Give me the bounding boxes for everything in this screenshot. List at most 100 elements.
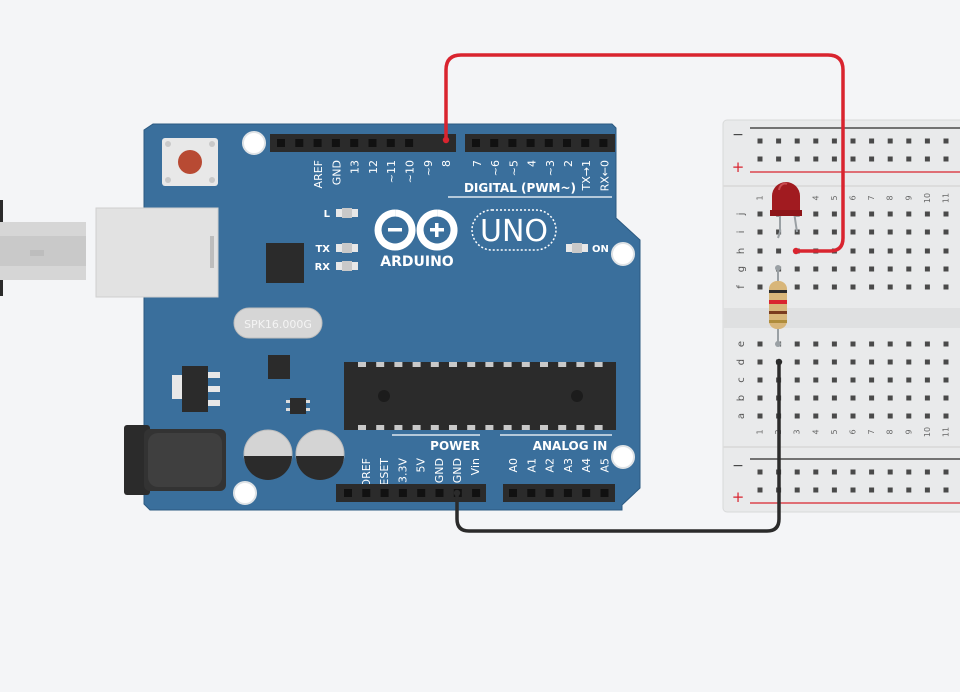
breadboard-hole[interactable] — [924, 413, 930, 419]
breadboard-hole[interactable] — [943, 248, 949, 254]
breadboard-hole[interactable] — [869, 284, 875, 290]
header-pin[interactable] — [331, 139, 340, 147]
breadboard-hole[interactable] — [850, 248, 856, 254]
rail-hole[interactable] — [887, 469, 893, 475]
digital-header-left[interactable] — [270, 134, 456, 152]
header-pin[interactable] — [472, 139, 480, 147]
breadboard-hole[interactable] — [776, 229, 782, 235]
rail-hole[interactable] — [813, 469, 819, 475]
rail-hole[interactable] — [906, 469, 912, 475]
breadboard-hole[interactable] — [887, 284, 893, 290]
rail-hole[interactable] — [850, 469, 856, 475]
rail-hole[interactable] — [887, 138, 893, 144]
breadboard-hole[interactable] — [943, 229, 949, 235]
breadboard-hole[interactable] — [794, 413, 800, 419]
breadboard-hole[interactable] — [943, 266, 949, 272]
breadboard-hole[interactable] — [831, 229, 837, 235]
rail-hole[interactable] — [831, 138, 837, 144]
rail-hole[interactable] — [831, 156, 837, 162]
breadboard-hole[interactable] — [869, 377, 875, 383]
breadboard-hole[interactable] — [757, 229, 763, 235]
breadboard-hole[interactable] — [850, 413, 856, 419]
rail-hole[interactable] — [813, 487, 819, 493]
digital-header-right[interactable] — [465, 134, 615, 152]
breadboard-hole[interactable] — [906, 359, 912, 365]
header-pin[interactable] — [563, 489, 572, 497]
header-pin[interactable] — [599, 139, 608, 147]
wire-red[interactable] — [444, 53, 845, 253]
breadboard-hole[interactable] — [906, 284, 912, 290]
breadboard-hole[interactable] — [831, 377, 837, 383]
header-pin[interactable] — [582, 489, 591, 497]
breadboard-hole[interactable] — [887, 359, 893, 365]
header-pin[interactable] — [344, 489, 352, 497]
breadboard-hole[interactable] — [906, 266, 912, 272]
usb-connector-icon[interactable] — [95, 207, 219, 298]
header-pin[interactable] — [581, 139, 590, 147]
rail-hole[interactable] — [887, 487, 893, 493]
breadboard-hole[interactable] — [906, 395, 912, 401]
breadboard-hole[interactable] — [869, 395, 875, 401]
breadboard-hole[interactable] — [813, 377, 819, 383]
breadboard-hole[interactable] — [850, 284, 856, 290]
breadboard-hole[interactable] — [924, 359, 930, 365]
breadboard-hole[interactable] — [924, 377, 930, 383]
rail-hole[interactable] — [869, 156, 875, 162]
breadboard-hole[interactable] — [943, 413, 949, 419]
breadboard-hole[interactable] — [813, 266, 819, 272]
rail-hole[interactable] — [794, 469, 800, 475]
breadboard-hole[interactable] — [943, 211, 949, 217]
breadboard-hole[interactable] — [924, 284, 930, 290]
breadboard-hole[interactable] — [850, 359, 856, 365]
header-pin[interactable] — [295, 139, 304, 147]
breadboard-hole[interactable] — [794, 341, 800, 347]
breadboard-hole[interactable] — [943, 377, 949, 383]
analog-header[interactable] — [503, 484, 615, 502]
breadboard-hole[interactable] — [924, 266, 930, 272]
breadboard-hole[interactable] — [813, 229, 819, 235]
rail-hole[interactable] — [776, 138, 782, 144]
rail-hole[interactable] — [943, 138, 949, 144]
breadboard-hole[interactable] — [813, 211, 819, 217]
breadboard-hole[interactable] — [831, 341, 837, 347]
breadboard-hole[interactable] — [831, 211, 837, 217]
header-pin[interactable] — [563, 139, 571, 147]
breadboard-hole[interactable] — [757, 377, 763, 383]
header-pin[interactable] — [313, 139, 322, 147]
rail-hole[interactable] — [850, 487, 856, 493]
breadboard-hole[interactable] — [906, 248, 912, 254]
header-pin[interactable] — [435, 489, 444, 497]
breadboard-hole[interactable] — [869, 359, 875, 365]
header-pin[interactable] — [350, 139, 359, 147]
rail-hole[interactable] — [924, 469, 930, 475]
rail-hole[interactable] — [757, 469, 763, 475]
rail-hole[interactable] — [813, 156, 819, 162]
header-pin[interactable] — [600, 489, 609, 497]
breadboard-hole[interactable] — [869, 211, 875, 217]
header-pin[interactable] — [490, 139, 499, 147]
breadboard-hole[interactable] — [850, 341, 856, 347]
breadboard-hole[interactable] — [794, 395, 800, 401]
breadboard-hole[interactable] — [924, 395, 930, 401]
breadboard-hole[interactable] — [757, 413, 763, 419]
breadboard-hole[interactable] — [869, 248, 875, 254]
breadboard-hole[interactable] — [831, 284, 837, 290]
breadboard-hole[interactable] — [813, 395, 819, 401]
rail-hole[interactable] — [831, 469, 837, 475]
rail-hole[interactable] — [757, 487, 763, 493]
header-pin[interactable] — [509, 489, 517, 497]
rail-hole[interactable] — [943, 487, 949, 493]
breadboard-hole[interactable] — [887, 395, 893, 401]
breadboard-hole[interactable] — [906, 341, 912, 347]
breadboard-hole[interactable] — [831, 413, 837, 419]
breadboard-hole[interactable] — [869, 266, 875, 272]
breadboard-hole[interactable] — [850, 377, 856, 383]
header-pin[interactable] — [527, 489, 536, 497]
breadboard-hole[interactable] — [887, 211, 893, 217]
header-pin[interactable] — [405, 139, 414, 147]
breadboard-hole[interactable] — [757, 248, 763, 254]
rail-hole[interactable] — [924, 487, 930, 493]
breadboard-hole[interactable] — [831, 359, 837, 365]
breadboard-hole[interactable] — [924, 229, 930, 235]
